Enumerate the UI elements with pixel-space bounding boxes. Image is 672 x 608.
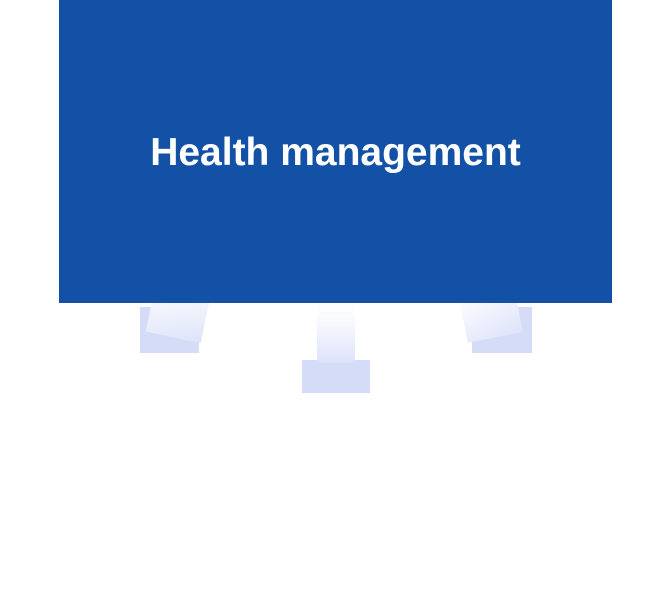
document-sheet-icon (317, 303, 355, 363)
document-backing-plate-icon (302, 360, 370, 393)
hero-banner: Health management (59, 0, 612, 303)
page-title: Health management (150, 131, 521, 174)
